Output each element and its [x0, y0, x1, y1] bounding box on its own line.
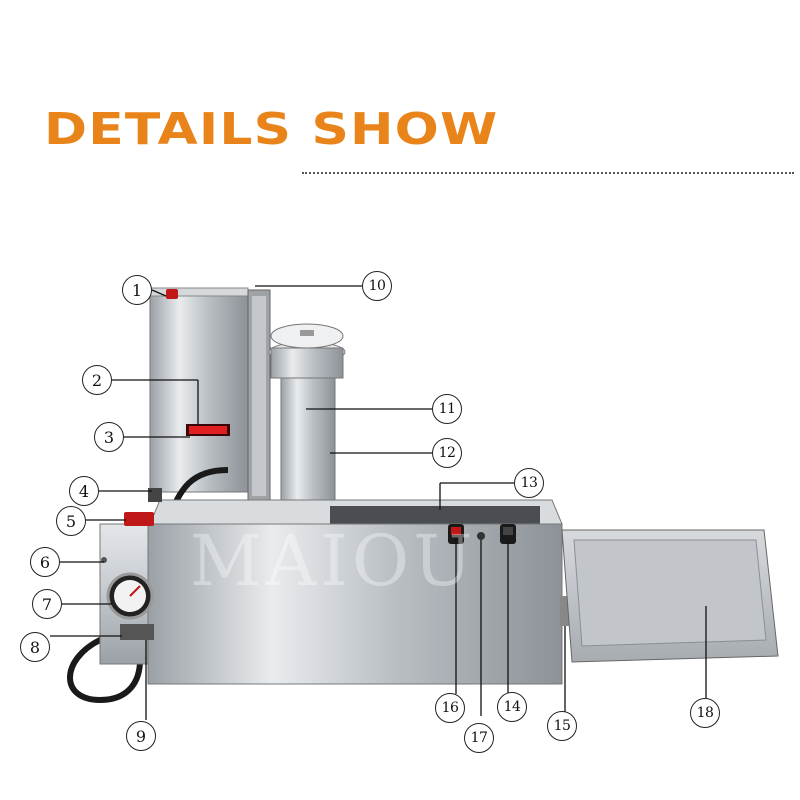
leader-lines: [50, 285, 707, 720]
fryer-base: [99, 488, 570, 685]
callout-7: 7: [32, 589, 62, 619]
callout-14: 14: [497, 692, 527, 722]
callout-16: 16: [435, 693, 465, 723]
callout-10: 10: [362, 271, 392, 301]
callout-9: 9: [126, 721, 156, 751]
batter-hopper: [268, 323, 346, 519]
page-title: DETAILS SHOW: [44, 104, 499, 155]
callout-2: 2: [82, 365, 112, 395]
callout-5: 5: [56, 506, 86, 536]
callout-11: 11: [432, 394, 462, 424]
callout-4: 4: [69, 476, 99, 506]
callout-15: 15: [547, 711, 577, 741]
collection-tray: [561, 529, 779, 663]
callout-18: 18: [690, 698, 720, 728]
callout-1: 1: [122, 275, 152, 305]
dotted-divider: [302, 172, 794, 174]
power-switch: [124, 512, 154, 526]
indicator-light-top: [166, 289, 178, 299]
drive-arm: [247, 289, 271, 501]
callout-8: 8: [20, 632, 50, 662]
callout-12: 12: [432, 438, 462, 468]
callout-13: 13: [514, 468, 544, 498]
callout-6: 6: [30, 547, 60, 577]
callout-17: 17: [464, 723, 494, 753]
callout-3: 3: [94, 422, 124, 452]
control-box: [149, 287, 249, 493]
